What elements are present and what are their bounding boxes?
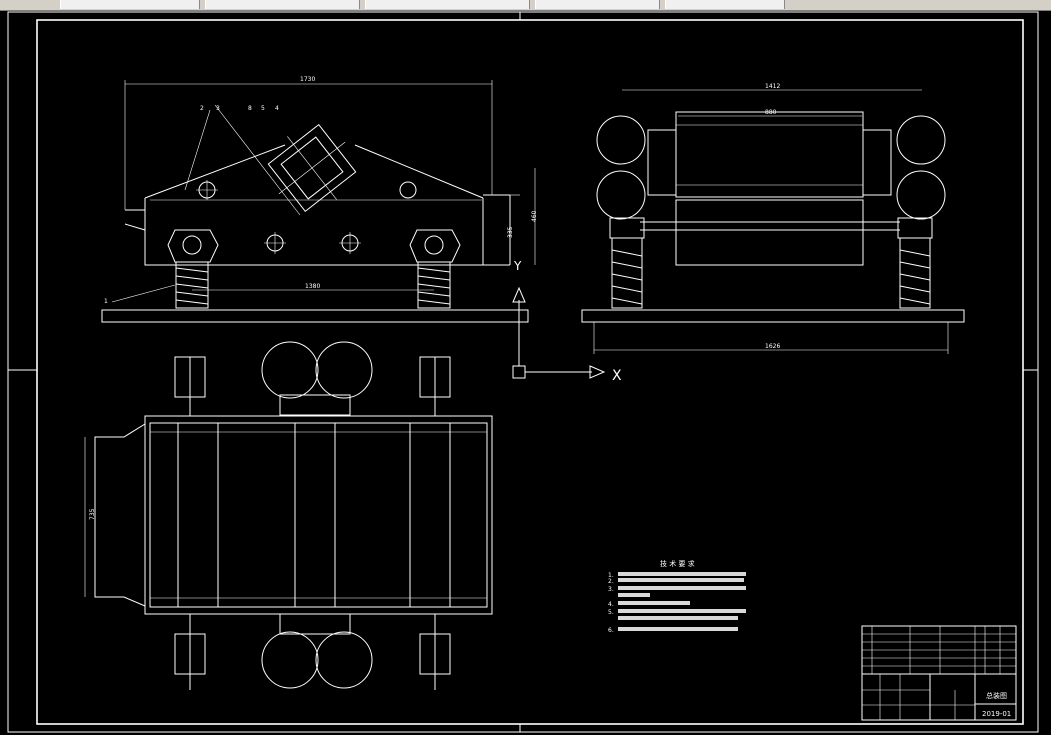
title-block: 总装图 2019-01 (861, 625, 1017, 721)
front-view: 1730 (101, 76, 538, 323)
part-number-1: 1 (104, 298, 108, 305)
part-number-4: 4 (275, 105, 279, 112)
tech-note-5: 5. (608, 609, 614, 616)
dim-plan-height: 735 (89, 508, 96, 520)
part-number-8: 8 (248, 105, 252, 112)
dim-side-top-width: 1412 (765, 83, 780, 90)
axis-label-y: Y (513, 259, 522, 273)
tab-2[interactable] (205, 0, 360, 9)
tab-1[interactable] (60, 0, 200, 9)
plan-view: 735 (84, 341, 493, 690)
part-number-5: 5 (261, 105, 265, 112)
tab-3[interactable] (365, 0, 530, 9)
axis-label-x: X (612, 368, 622, 384)
tab-4[interactable] (535, 0, 660, 9)
outer-frame (7, 11, 1039, 733)
dim-front-width: 1730 (300, 76, 315, 83)
drawing-name: 总装图 (986, 691, 1007, 700)
dim-front-height-inner: 335 (507, 226, 514, 238)
technical-requirements: 技 术 要 求 1. 2. 3. 4. 5. 6. (608, 559, 746, 634)
inner-frame (36, 19, 1024, 725)
side-view: 1412 880 1626 (581, 83, 965, 354)
tech-note-6: 6. (608, 627, 614, 634)
tab-5[interactable] (665, 0, 785, 9)
ucs-axis-icon: X Y (512, 259, 622, 384)
tech-note-4: 4. (608, 601, 614, 608)
part-number-2: 2 (200, 105, 204, 112)
dim-front-height-total: 460 (531, 210, 538, 222)
drawing-number: 2019-01 (982, 710, 1011, 718)
tech-notes-title: 技 术 要 求 (660, 559, 695, 568)
dim-spring-spacing: 1380 (305, 283, 320, 290)
dim-side-base-width: 1626 (765, 343, 780, 350)
tech-note-2: 2. (608, 578, 614, 585)
part-number-3: 3 (216, 105, 220, 112)
tech-note-1: 1. (608, 572, 614, 579)
tech-note-3: 3. (608, 586, 614, 593)
window-tab-strip (0, 0, 1051, 11)
